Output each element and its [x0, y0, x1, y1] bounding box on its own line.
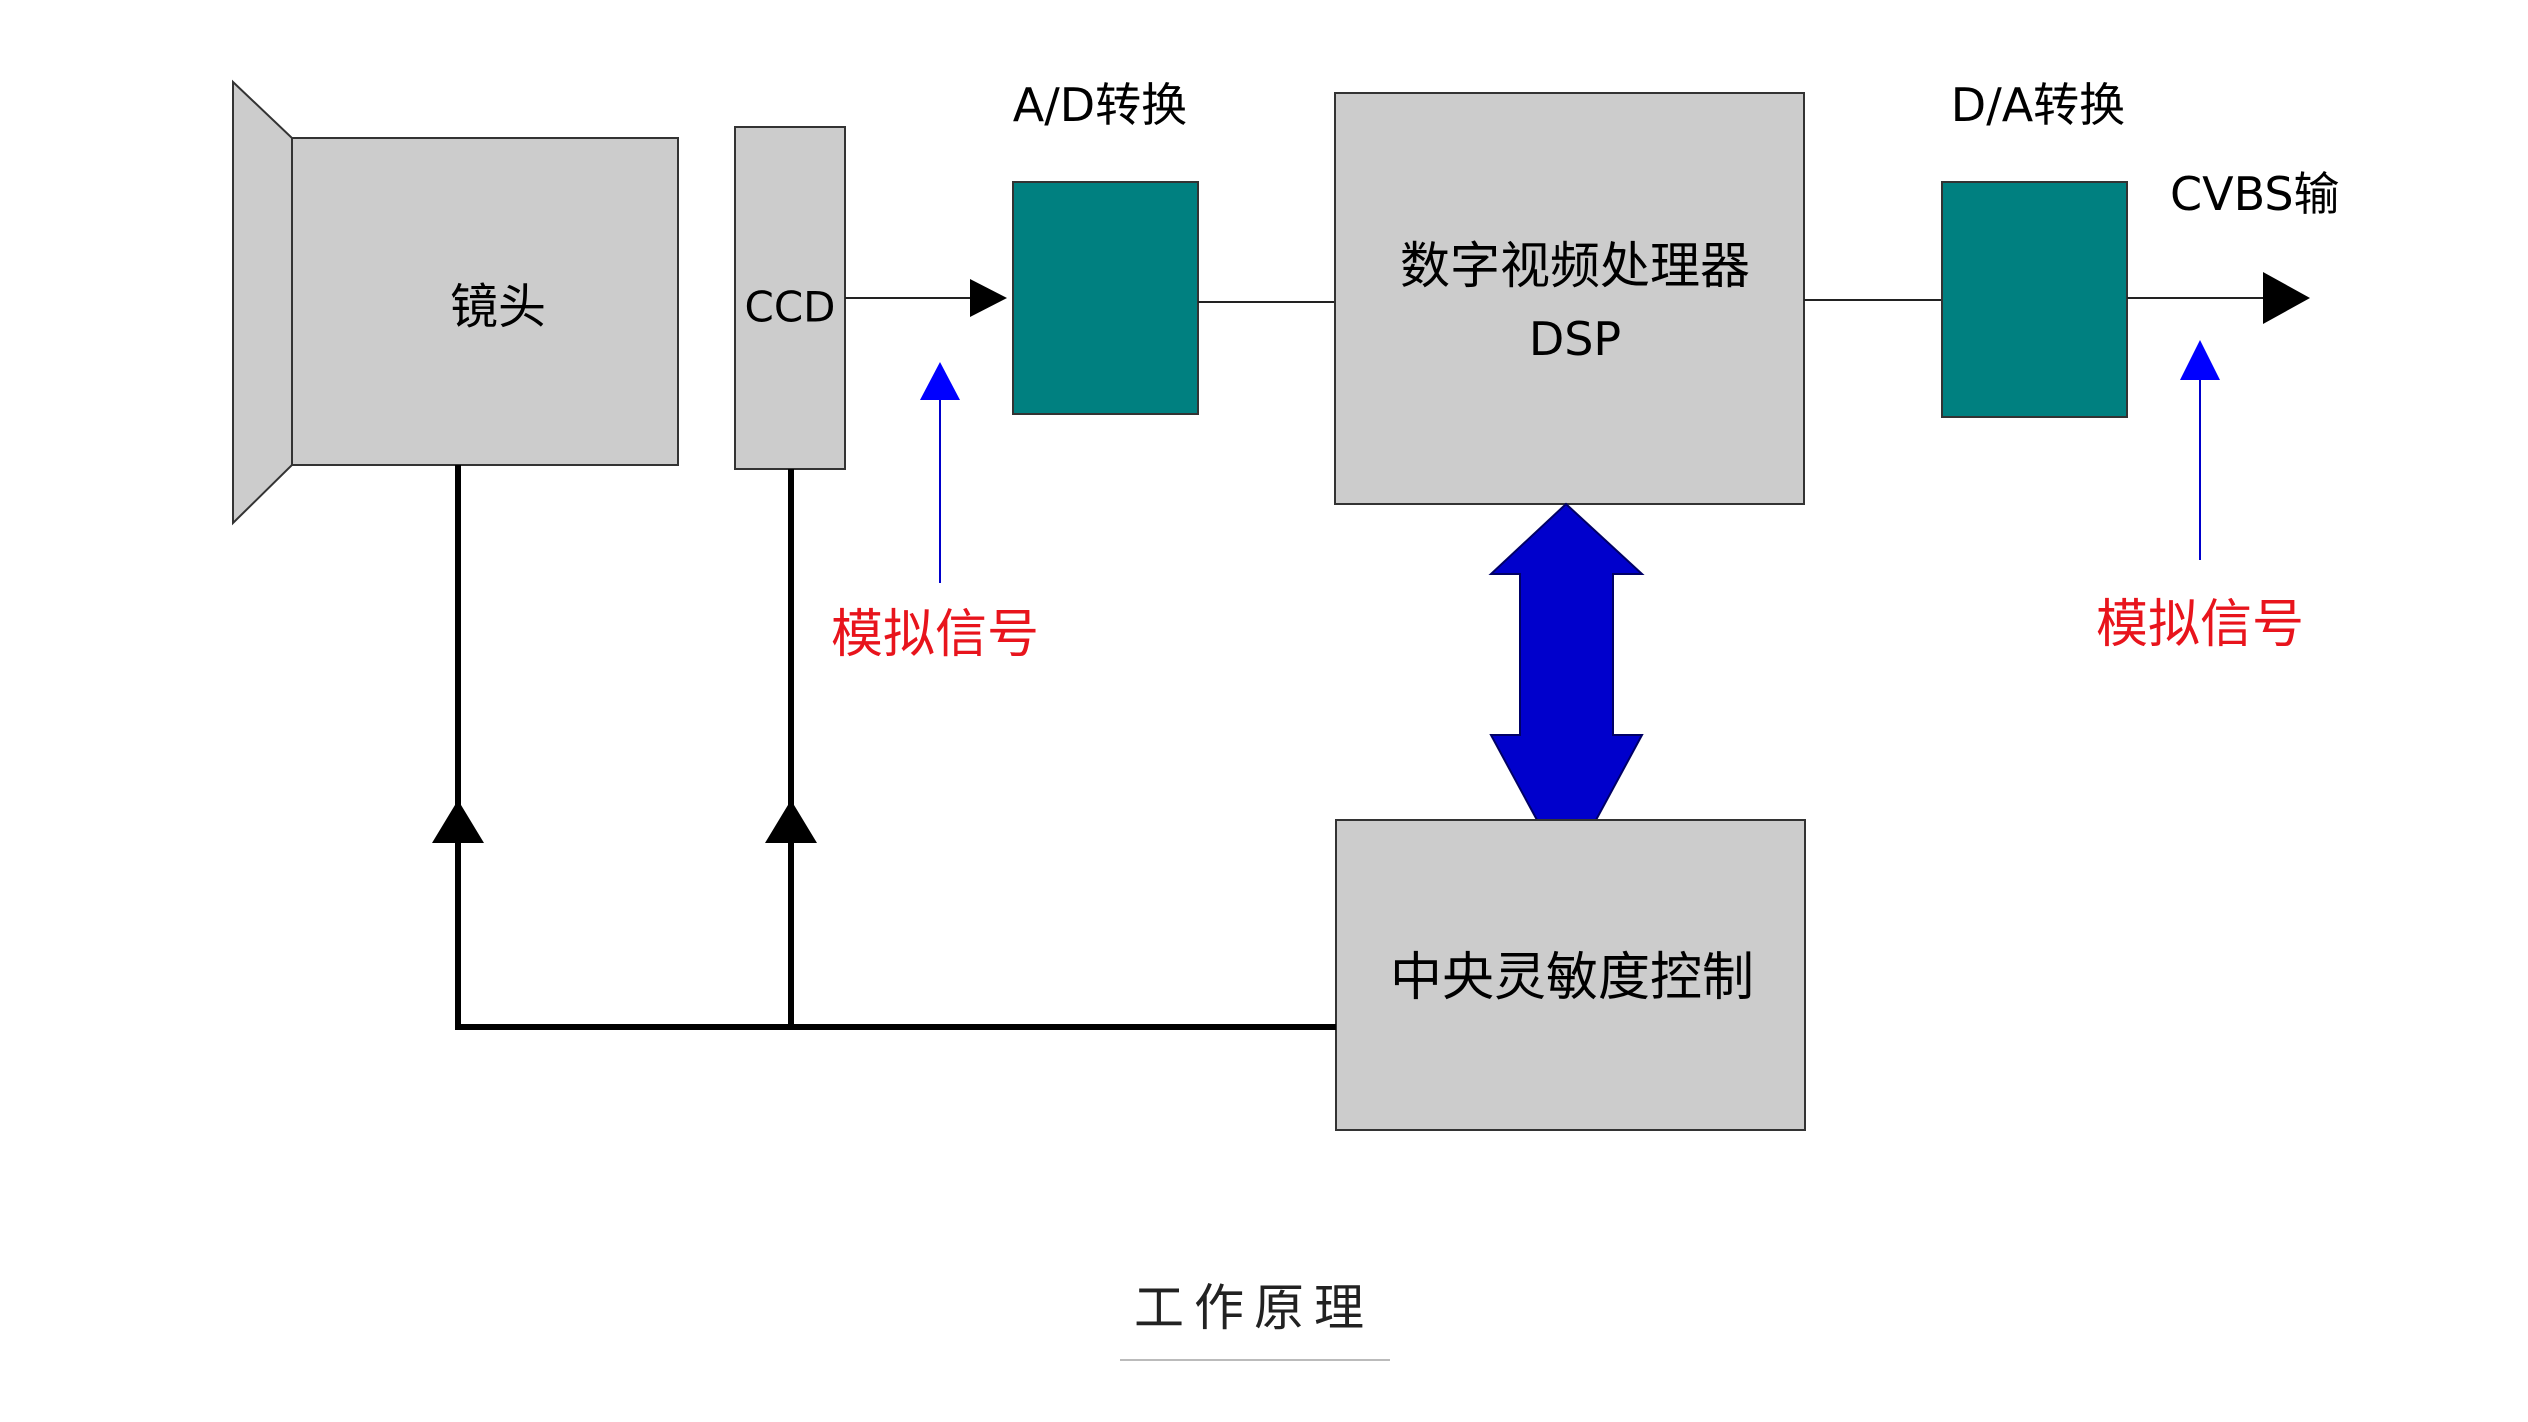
lens-block	[291, 137, 679, 466]
feedback-line	[455, 465, 1336, 1030]
control-block	[1335, 819, 1806, 1131]
control-label: 中央灵敏度控制	[1390, 948, 1754, 1008]
analog-signal-left-pointer-head	[920, 362, 960, 400]
feedback-lens-arrowhead	[432, 800, 484, 843]
ccd-block	[734, 126, 846, 470]
dsp-control-bus-arrow	[1488, 502, 1645, 821]
figure-caption: 工作原理	[1134, 1279, 1374, 1337]
lens-hood-shape	[232, 79, 293, 526]
da-converter-label: D/A转换	[1951, 78, 2125, 132]
cvbs-output-arrowhead	[2263, 272, 2310, 324]
analog-signal-left-label: 模拟信号	[831, 605, 1039, 665]
analog-signal-right-pointer-head	[2180, 340, 2220, 380]
cvbs-output-label: CVBS输	[2170, 167, 2340, 221]
ccd-to-ad-arrowhead	[970, 279, 1007, 317]
lens-label: 镜头	[450, 279, 546, 335]
ad-converter-block	[1012, 181, 1199, 415]
dsp-label-line1: 数字视频处理器	[1400, 237, 1750, 295]
dsp-block	[1334, 92, 1805, 505]
ccd-label: CCD	[745, 283, 836, 332]
feedback-ccd-arrowhead	[765, 800, 817, 843]
analog-signal-right-label: 模拟信号	[2096, 595, 2304, 655]
ad-converter-label: A/D转换	[1013, 78, 1187, 132]
da-converter-block	[1941, 181, 2128, 418]
dsp-label-line2: DSP	[1529, 312, 1621, 366]
